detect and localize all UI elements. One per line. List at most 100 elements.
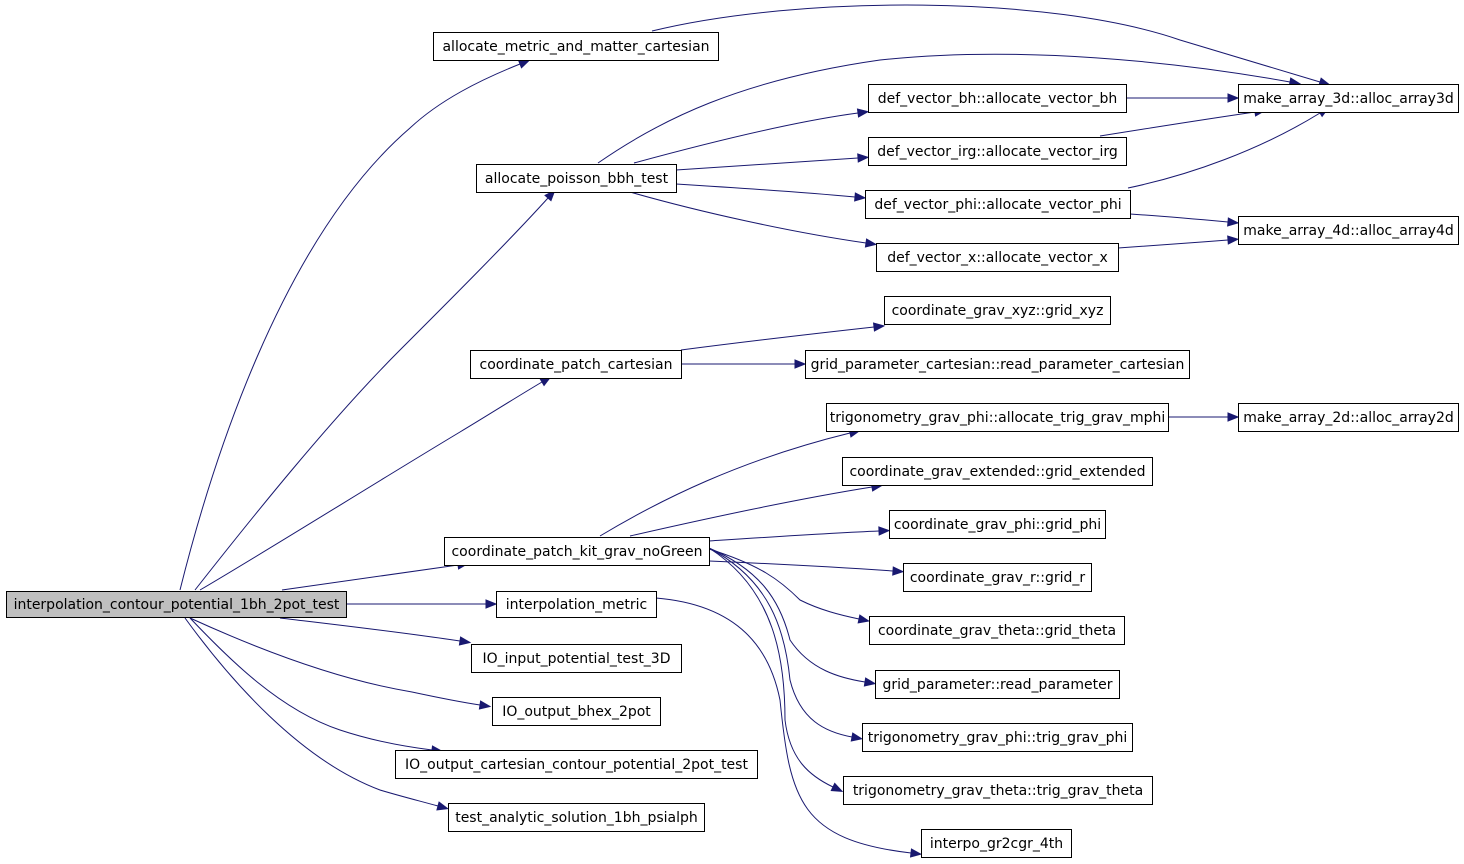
- node-gpc[interactable]: grid_parameter_cartesian::read_parameter…: [805, 350, 1190, 379]
- arrow-head-icon: [1227, 93, 1240, 103]
- node-label: test_analytic_solution_1bh_psialph: [455, 810, 698, 826]
- arrow-head-icon: [1227, 217, 1240, 227]
- edge-line: [1129, 213, 1229, 223]
- node-box: [805, 350, 1190, 379]
- node-label: grid_parameter_cartesian::read_parameter…: [811, 357, 1185, 373]
- node-label: IO_input_potential_test_3D: [482, 651, 670, 667]
- node-label: make_array_4d::alloc_array4d: [1243, 223, 1454, 239]
- node-cgphi[interactable]: coordinate_grav_phi::grid_phi: [889, 510, 1106, 539]
- arrow-head-icon: [863, 677, 877, 687]
- node-label: def_vector_phi::allocate_vector_phi: [874, 197, 1121, 213]
- arrow-head-icon: [478, 700, 492, 710]
- edge-line: [194, 197, 549, 591]
- node-label: trigonometry_grav_theta::trig_grav_theta: [853, 783, 1143, 799]
- node-label: def_vector_bh::allocate_vector_bh: [878, 91, 1118, 107]
- node-cpc[interactable]: coordinate_patch_cartesian: [470, 350, 682, 379]
- node-ioout[interactable]: IO_output_bhex_2pot: [492, 697, 661, 726]
- edge-line: [281, 564, 459, 591]
- node-label: trigonometry_grav_phi::allocate_trig_gra…: [830, 410, 1166, 426]
- node-label: coordinate_grav_extended::grid_extended: [849, 464, 1145, 480]
- node-gprp[interactable]: grid_parameter::read_parameter: [875, 670, 1120, 699]
- edge-apb-to-dvbh: [633, 108, 870, 164]
- arrow-head-icon: [830, 782, 844, 792]
- node-dvbh[interactable]: def_vector_bh::allocate_vector_bh: [868, 84, 1127, 113]
- node-apb[interactable]: allocate_poisson_bbh_test: [476, 164, 677, 193]
- node-root[interactable]: interpolation_contour_potential_1bh_2pot…: [6, 591, 347, 618]
- arrow-head-icon: [856, 108, 870, 118]
- node-tas[interactable]: test_analytic_solution_1bh_psialph: [448, 803, 705, 832]
- edge-line: [599, 432, 851, 537]
- node-dvphi[interactable]: def_vector_phi::allocate_vector_phi: [865, 190, 1131, 219]
- edge-amm-to-ma3: [651, 4, 1331, 87]
- node-iocart[interactable]: IO_output_cartesian_contour_potential_2p…: [395, 750, 758, 779]
- edge-root-to-cpk: [281, 560, 470, 591]
- node-box: [395, 750, 758, 779]
- node-cge[interactable]: coordinate_grav_extended::grid_extended: [842, 457, 1153, 486]
- node-box: [6, 591, 347, 618]
- node-box: [433, 32, 719, 61]
- node-tgtheta[interactable]: trigonometry_grav_theta::trig_grav_theta: [843, 776, 1153, 805]
- node-box: [1238, 84, 1459, 113]
- edge-line: [279, 617, 461, 642]
- node-dvirg[interactable]: def_vector_irg::allocate_vector_irg: [868, 137, 1127, 166]
- arrow-head-icon: [854, 192, 867, 202]
- node-label: interpo_gr2cgr_4th: [930, 836, 1063, 852]
- edge-root-to-amm: [179, 59, 531, 591]
- edge-apb-to-dvirg: [675, 153, 870, 171]
- node-dvx[interactable]: def_vector_x::allocate_vector_x: [876, 243, 1119, 272]
- edge-dvbh-to-ma3: [1126, 93, 1240, 103]
- edge-root-to-apb: [194, 189, 556, 591]
- arrow-head-icon: [857, 153, 870, 163]
- node-label: IO_output_cartesian_contour_potential_2p…: [405, 757, 748, 773]
- node-ma4[interactable]: make_array_4d::alloc_array4d: [1238, 216, 1459, 245]
- edge-im-to-igr: [655, 597, 923, 858]
- node-label: IO_output_bhex_2pot: [502, 704, 651, 720]
- arrow-head-icon: [794, 359, 807, 369]
- edge-line: [708, 548, 860, 620]
- node-label: allocate_poisson_bbh_test: [485, 171, 669, 187]
- node-box: [496, 591, 657, 618]
- node-tgpmphi[interactable]: trigonometry_grav_phi::allocate_trig_gra…: [826, 403, 1169, 432]
- edge-root-to-tas: [184, 617, 449, 811]
- node-label: coordinate_grav_r::grid_r: [910, 570, 1086, 586]
- node-box: [843, 776, 1153, 805]
- arrow-head-icon: [892, 566, 905, 576]
- node-box: [444, 537, 710, 566]
- edge-cpk-to-gprp: [708, 547, 877, 687]
- node-label: interpolation_contour_potential_1bh_2pot…: [14, 597, 340, 613]
- edge-cpk-to-cgphi: [708, 526, 891, 542]
- node-ma3[interactable]: make_array_3d::alloc_array3d: [1238, 84, 1459, 113]
- edge-line: [1117, 239, 1229, 249]
- edge-line: [655, 597, 912, 854]
- edge-line: [189, 617, 433, 751]
- edge-cpc-to-gpc: [681, 359, 807, 369]
- edge-cpk-to-cgr: [708, 560, 905, 576]
- edge-root-to-ioin: [279, 617, 472, 646]
- edge-line: [629, 191, 867, 244]
- node-tgphi[interactable]: trigonometry_grav_phi::trig_grav_phi: [862, 723, 1133, 752]
- node-ioin[interactable]: IO_input_potential_test_3D: [471, 644, 682, 673]
- edge-line: [184, 617, 439, 807]
- node-box: [476, 164, 677, 193]
- edge-cpk-to-tgpmphi: [599, 428, 862, 537]
- node-igr[interactable]: interpo_gr2cgr_4th: [921, 829, 1072, 858]
- node-box: [921, 829, 1072, 858]
- node-label: def_vector_irg::allocate_vector_irg: [877, 144, 1118, 160]
- edge-line: [1127, 112, 1321, 189]
- node-cgtheta[interactable]: coordinate_grav_theta::grid_theta: [869, 616, 1125, 645]
- arrow-head-icon: [436, 801, 449, 811]
- edge-line: [675, 157, 859, 171]
- edge-dvx-to-ma4: [1117, 235, 1240, 249]
- arrow-head-icon: [878, 526, 891, 536]
- node-label: coordinate_grav_theta::grid_theta: [878, 623, 1116, 639]
- node-im[interactable]: interpolation_metric: [496, 591, 657, 618]
- node-label: interpolation_metric: [506, 597, 647, 613]
- edge-line: [189, 617, 481, 706]
- node-box: [884, 296, 1111, 325]
- node-amm[interactable]: allocate_metric_and_matter_cartesian: [433, 32, 719, 61]
- node-cgr[interactable]: coordinate_grav_r::grid_r: [903, 563, 1092, 592]
- node-box: [492, 697, 661, 726]
- node-ma2[interactable]: make_array_2d::alloc_array2d: [1238, 403, 1459, 432]
- node-cpk[interactable]: coordinate_patch_kit_grav_noGreen: [444, 537, 710, 566]
- node-cgxyz[interactable]: coordinate_grav_xyz::grid_xyz: [884, 296, 1111, 325]
